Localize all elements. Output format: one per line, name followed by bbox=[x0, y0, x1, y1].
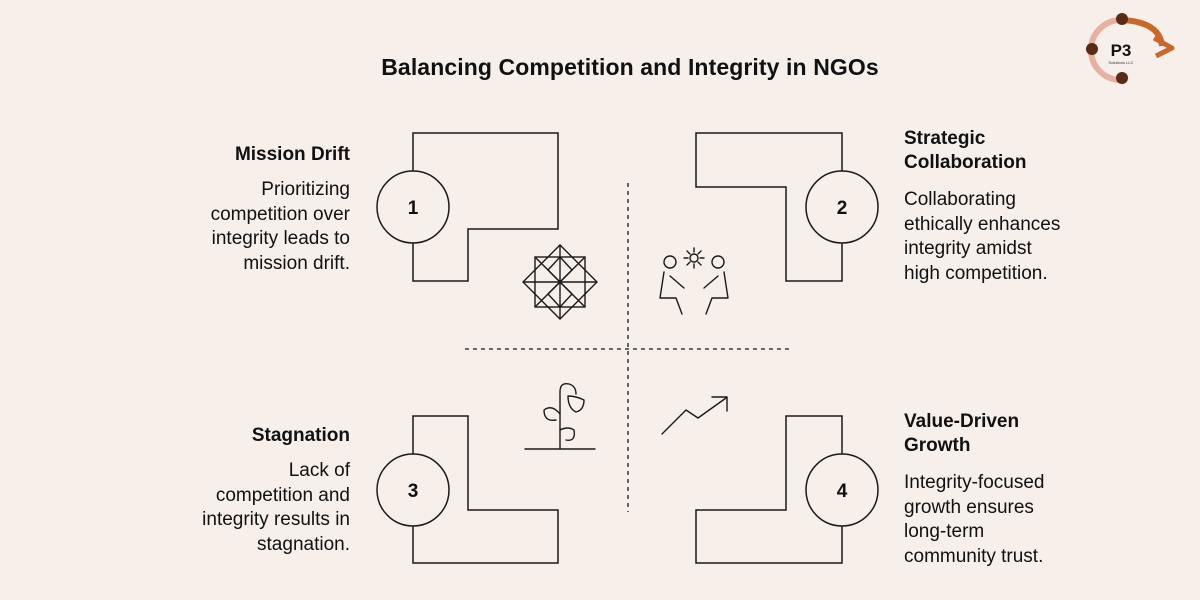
q1-desc-line: mission drift. bbox=[243, 252, 350, 274]
company-logo: P3 Solutions LLC bbox=[1086, 13, 1175, 84]
q4-desc-line: community trust. bbox=[904, 545, 1044, 567]
wilting-plant-icon bbox=[524, 382, 596, 450]
q4-heading-line: Value-Driven bbox=[904, 411, 1020, 432]
q4-description: Integrity-focused growth ensures long-te… bbox=[904, 471, 1124, 569]
q2-heading-line: Collaboration bbox=[904, 152, 1027, 173]
q2-description: Collaborating ethically enhances integri… bbox=[904, 188, 1124, 286]
diamond-pattern-icon bbox=[522, 244, 598, 320]
q4-heading: Value-Driven Growth bbox=[904, 410, 1019, 458]
q3-heading: Stagnation bbox=[251, 425, 350, 446]
q1-desc-line: competition over bbox=[210, 203, 350, 225]
q3-desc-line: integrity results in bbox=[202, 509, 350, 530]
q3-desc-line: competition and bbox=[215, 484, 350, 506]
q3-desc-line: stagnation. bbox=[257, 533, 350, 555]
q4-number-circle bbox=[805, 453, 879, 527]
q4-heading-line: Growth bbox=[904, 435, 971, 456]
q2-desc-line: Collaborating bbox=[904, 189, 1016, 210]
q1-frame bbox=[412, 132, 559, 282]
q4-number: 4 bbox=[837, 481, 848, 502]
q3-desc-line: Lack of bbox=[288, 460, 350, 481]
q3-description: Lack of competition and integrity result… bbox=[130, 459, 350, 557]
q2-desc-line: ethically enhances bbox=[904, 213, 1061, 235]
q1-heading: Mission Drift bbox=[234, 144, 350, 165]
q2-number: 2 bbox=[837, 198, 848, 219]
q4-desc-line: growth ensures bbox=[904, 496, 1034, 518]
q1-number: 1 bbox=[408, 198, 419, 219]
q2-heading: Strategic Collaboration bbox=[904, 127, 1026, 175]
growth-arrow-icon bbox=[661, 396, 728, 435]
q3-number: 3 bbox=[408, 481, 419, 502]
q3-number-circle bbox=[376, 453, 450, 527]
q1-number-circle bbox=[376, 170, 450, 244]
q1-desc-line: integrity leads to bbox=[211, 228, 350, 249]
logo-text: P3 bbox=[1111, 41, 1132, 60]
q2-frame bbox=[695, 132, 843, 282]
page-title: Balancing Competition and Integrity in N… bbox=[381, 54, 879, 80]
q2-desc-line: high competition. bbox=[904, 262, 1048, 284]
q1-description: Prioritizing competition over integrity … bbox=[130, 178, 350, 276]
q1-desc-line: Prioritizing bbox=[261, 179, 350, 200]
logo-subtext: Solutions LLC bbox=[1109, 60, 1134, 65]
q4-desc-line: long-term bbox=[904, 521, 985, 542]
q2-number-circle bbox=[805, 170, 879, 244]
collaboration-people-icon bbox=[659, 247, 729, 315]
q2-heading-line: Strategic bbox=[904, 128, 986, 149]
q4-desc-line: Integrity-focused bbox=[904, 472, 1045, 493]
q4-frame bbox=[695, 415, 843, 564]
q2-desc-line: integrity amidst bbox=[904, 238, 1032, 259]
q3-frame bbox=[412, 415, 559, 564]
